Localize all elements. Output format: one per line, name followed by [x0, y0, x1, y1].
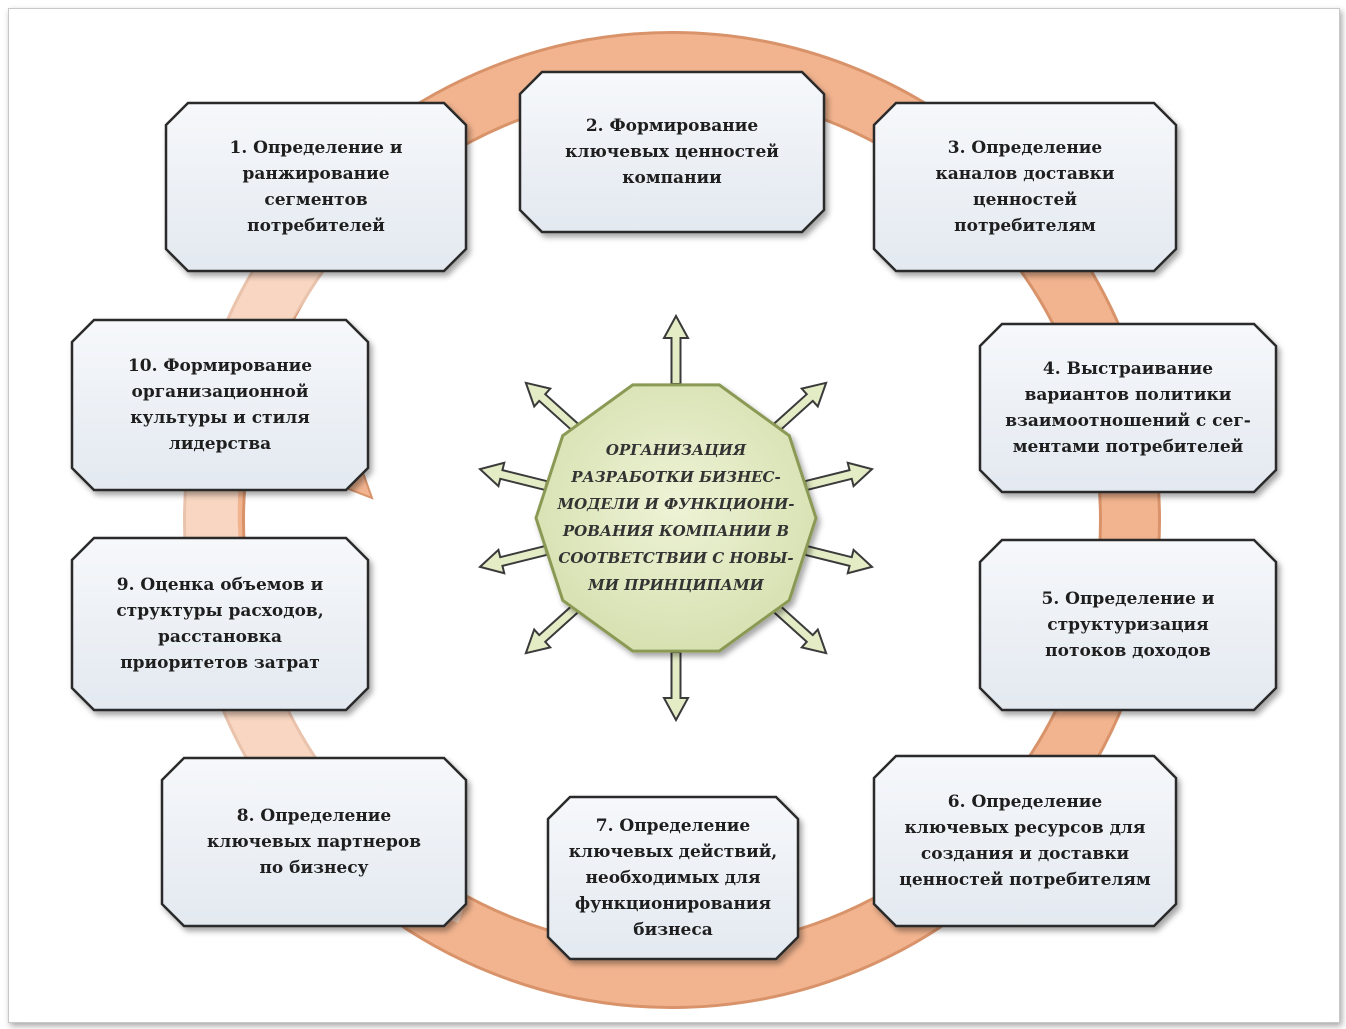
step-5-shape	[978, 538, 1278, 712]
step-9-box: 9. Оценка объемов и структуры расходов, …	[72, 538, 368, 710]
center-arrow-5	[771, 602, 828, 655]
center-label-box: ОРГАНИЗАЦИЯ РАЗРАБОТКИ БИЗНЕС- МОДЕЛИ И …	[556, 438, 796, 598]
step-10-shape	[70, 318, 370, 492]
step-5-box: 5. Определение и структуризация потоков …	[980, 540, 1276, 710]
step-4-shape	[978, 322, 1278, 494]
center-arrow-7	[524, 602, 581, 655]
step-8-label: 8. Определение ключевых партнеров по биз…	[206, 806, 422, 878]
step-5-label: 5. Определение и структуризация потоков …	[1041, 589, 1215, 661]
step-4-box: 4. Выстраивание вариантов политики взаим…	[980, 324, 1276, 492]
step-7-box: 7. Определение ключевых действий, необхо…	[548, 797, 798, 959]
center-arrow-9	[477, 461, 549, 492]
center-label: ОРГАНИЗАЦИЯ РАЗРАБОТКИ БИЗНЕС- МОДЕЛИ И …	[557, 441, 795, 594]
step-3-label: 3. Определение каналов доставки ценносте…	[935, 138, 1115, 236]
step-4-label: 4. Выстраивание вариантов политики взаим…	[1005, 359, 1251, 457]
step-6-box: 6. Определение ключевых ресурсов для соз…	[874, 756, 1176, 926]
step-1-shape	[164, 101, 468, 273]
step-10-box: 10. Формирование организационной культур…	[72, 320, 368, 490]
step-9-label: 9. Оценка объемов и структуры расходов, …	[116, 575, 324, 673]
step-1-label: 1. Определение и ранжирование сегментов …	[229, 138, 403, 236]
step-boxes	[70, 70, 1278, 961]
center-arrows	[477, 313, 875, 723]
center-arrow-2	[771, 381, 828, 434]
step-1-box: 1. Определение и ранжирование сегментов …	[166, 103, 466, 271]
step-2-label: 2. Формирование ключевых ценностей компа…	[565, 116, 779, 188]
center-arrow-3	[803, 461, 875, 492]
step-8-box: 8. Определение ключевых партнеров по биз…	[162, 758, 466, 926]
center-arrow-4	[803, 544, 875, 575]
center-arrow-1	[662, 313, 690, 385]
step-6-shape	[872, 754, 1178, 928]
step-9-shape	[70, 536, 370, 712]
step-2-shape	[518, 70, 826, 234]
center-arrow-10	[524, 381, 581, 434]
step-6-label: 6. Определение ключевых ресурсов для соз…	[899, 792, 1151, 890]
step-7-shape	[546, 795, 800, 961]
step-8-shape	[160, 756, 468, 928]
step-7-label: 7. Определение ключевых действий, необхо…	[568, 816, 778, 940]
step-3-shape	[872, 101, 1178, 273]
step-10-label: 10. Формирование организационной культур…	[127, 356, 313, 454]
step-3-box: 3. Определение каналов доставки ценносте…	[874, 103, 1176, 271]
center-arrow-8	[477, 544, 549, 575]
center-arrow-6	[662, 651, 690, 723]
center-shape	[534, 383, 818, 653]
center-octagon	[534, 383, 818, 653]
step-2-box: 2. Формирование ключевых ценностей компа…	[520, 72, 824, 232]
